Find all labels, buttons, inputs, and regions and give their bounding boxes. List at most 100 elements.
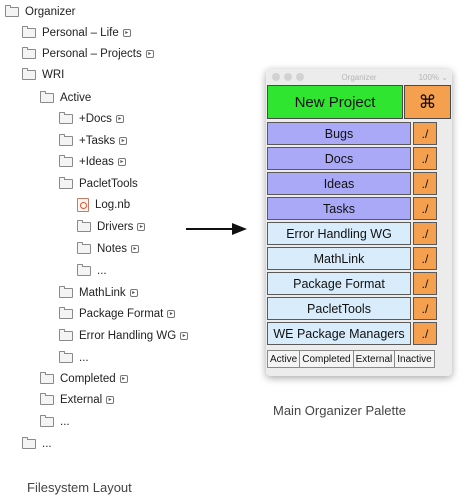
alias-arrow-icon: ▸ bbox=[106, 396, 115, 404]
zoom-window-button[interactable] bbox=[296, 73, 304, 81]
tree-item-notes[interactable]: Notes ▸ bbox=[77, 239, 140, 259]
minimize-window-button[interactable] bbox=[284, 73, 292, 81]
tree-item-docs[interactable]: +Docs ▸ bbox=[59, 109, 124, 129]
folder-icon bbox=[59, 351, 73, 363]
right-arrow-icon bbox=[186, 223, 247, 235]
alias-arrow-icon: ▸ bbox=[122, 29, 131, 37]
organizer-palette-window: Organizer 100% ⌄ New Project ⌘ Bugs ./ D… bbox=[266, 69, 452, 376]
alias-arrow-icon: ▸ bbox=[167, 310, 176, 318]
tree-item-label: ... bbox=[60, 416, 70, 428]
open-folder-button[interactable]: ./ bbox=[413, 172, 437, 195]
open-folder-button[interactable]: ./ bbox=[413, 297, 437, 320]
notebook-icon bbox=[77, 198, 89, 212]
folder-icon bbox=[77, 220, 91, 232]
open-folder-button[interactable]: ./ bbox=[413, 222, 437, 245]
alias-arrow-icon: ▸ bbox=[145, 50, 154, 58]
palette-row: MathLink ./ bbox=[267, 247, 437, 272]
open-folder-button[interactable]: ./ bbox=[413, 147, 437, 170]
palette-row-tasks-button[interactable]: Tasks bbox=[267, 197, 411, 220]
zoom-select[interactable]: 100% ⌄ bbox=[418, 73, 448, 82]
tree-item-error-handling-wg[interactable]: Error Handling WG ▸ bbox=[59, 326, 189, 346]
tree-item-tasks[interactable]: +Tasks ▸ bbox=[59, 131, 128, 151]
folder-icon bbox=[40, 393, 54, 405]
folder-icon bbox=[5, 5, 19, 17]
close-window-button[interactable] bbox=[272, 73, 280, 81]
tree-item-label: Completed bbox=[60, 373, 116, 385]
folder-icon bbox=[59, 286, 73, 298]
tree-item-label: +Tasks bbox=[79, 135, 116, 147]
folder-icon bbox=[59, 155, 73, 167]
tree-item-more[interactable]: ... bbox=[77, 261, 107, 281]
alias-arrow-icon: ▸ bbox=[119, 137, 128, 145]
folder-icon bbox=[22, 68, 36, 80]
open-folder-button[interactable]: ./ bbox=[413, 322, 437, 345]
palette-tabs: Active Completed External Inactive bbox=[267, 350, 435, 368]
tree-item-active[interactable]: Active bbox=[40, 88, 91, 108]
tree-item-personal-life[interactable]: Personal – Life ▸ bbox=[22, 23, 131, 43]
folder-icon bbox=[59, 329, 73, 341]
folder-icon bbox=[77, 264, 91, 276]
palette-row-mathlink-button[interactable]: MathLink bbox=[267, 247, 411, 270]
palette-row-bugs-button[interactable]: Bugs bbox=[267, 122, 411, 145]
tree-item-label: Notes bbox=[97, 243, 128, 255]
tree-item-drivers[interactable]: Drivers ▸ bbox=[77, 217, 146, 237]
command-button[interactable]: ⌘ bbox=[404, 85, 451, 119]
tree-item-personal-projects[interactable]: Personal – Projects ▸ bbox=[22, 44, 154, 64]
tree-item-ideas[interactable]: +Ideas ▸ bbox=[59, 152, 126, 172]
open-folder-button[interactable]: ./ bbox=[413, 197, 437, 220]
folder-icon bbox=[40, 372, 54, 384]
tree-item-label: Personal – Life bbox=[42, 27, 119, 39]
folder-icon bbox=[22, 437, 36, 449]
palette-rows: Bugs ./ Docs ./ Ideas ./ Tasks ./ Error … bbox=[267, 122, 437, 347]
palette-row: Ideas ./ bbox=[267, 172, 437, 197]
tree-item-completed[interactable]: Completed ▸ bbox=[40, 369, 128, 389]
palette-row: Package Format ./ bbox=[267, 272, 437, 297]
window-titlebar: Organizer 100% ⌄ bbox=[266, 69, 452, 85]
palette-row-paclettools-button[interactable]: PacletTools bbox=[267, 297, 411, 320]
tab-inactive[interactable]: Inactive bbox=[394, 350, 435, 368]
tree-item-paclettools[interactable]: PacletTools bbox=[59, 174, 138, 194]
open-folder-button[interactable]: ./ bbox=[413, 122, 437, 145]
tab-active[interactable]: Active bbox=[267, 350, 301, 368]
palette-row: Docs ./ bbox=[267, 147, 437, 172]
tree-item-log-nb[interactable]: Log.nb bbox=[77, 195, 130, 215]
alias-arrow-icon: ▸ bbox=[131, 245, 140, 253]
tree-item-mathlink[interactable]: MathLink ▸ bbox=[59, 283, 138, 303]
palette-row: WE Package Managers ./ bbox=[267, 322, 437, 347]
tree-item-label: Active bbox=[60, 92, 92, 104]
folder-icon bbox=[77, 242, 91, 254]
window-title: Organizer bbox=[341, 73, 377, 82]
tab-completed[interactable]: Completed bbox=[299, 350, 354, 368]
tree-item-wri[interactable]: WRI bbox=[22, 65, 64, 85]
new-project-button[interactable]: New Project bbox=[267, 85, 403, 119]
tree-item-package-format[interactable]: Package Format ▸ bbox=[59, 304, 176, 324]
folder-icon bbox=[40, 91, 54, 103]
tree-item-more[interactable]: ... bbox=[59, 348, 89, 368]
tab-external[interactable]: External bbox=[352, 350, 396, 368]
tree-item-label: ... bbox=[79, 352, 89, 364]
palette-row-docs-button[interactable]: Docs bbox=[267, 147, 411, 170]
open-folder-button[interactable]: ./ bbox=[413, 272, 437, 295]
tree-item-label: +Docs bbox=[79, 113, 112, 125]
folder-icon bbox=[22, 26, 36, 38]
alias-arrow-icon: ▸ bbox=[119, 375, 128, 383]
tree-item-external[interactable]: External ▸ bbox=[40, 390, 115, 410]
tree-item-organizer[interactable]: Organizer bbox=[5, 2, 76, 22]
tree-item-more[interactable]: ... bbox=[22, 434, 52, 454]
tree-item-more[interactable]: ... bbox=[40, 412, 70, 432]
tree-item-label: External bbox=[60, 394, 103, 406]
tree-item-label: MathLink bbox=[79, 287, 126, 299]
tree-item-label: ... bbox=[42, 438, 52, 450]
tree-item-label: WRI bbox=[42, 69, 65, 81]
tree-item-label: ... bbox=[97, 265, 107, 277]
alias-arrow-icon: ▸ bbox=[117, 158, 126, 166]
palette-row: Tasks ./ bbox=[267, 197, 437, 222]
open-folder-button[interactable]: ./ bbox=[413, 247, 437, 270]
tree-item-label: Personal – Projects bbox=[42, 48, 142, 60]
filesystem-caption: Filesystem Layout bbox=[27, 480, 132, 495]
palette-row-ideas-button[interactable]: Ideas bbox=[267, 172, 411, 195]
palette-row-we-package-managers-button[interactable]: WE Package Managers bbox=[267, 322, 411, 345]
palette-row-package-format-button[interactable]: Package Format bbox=[267, 272, 411, 295]
palette-row-error-handling-wg-button[interactable]: Error Handling WG bbox=[267, 222, 411, 245]
alias-arrow-icon: ▸ bbox=[115, 115, 124, 123]
